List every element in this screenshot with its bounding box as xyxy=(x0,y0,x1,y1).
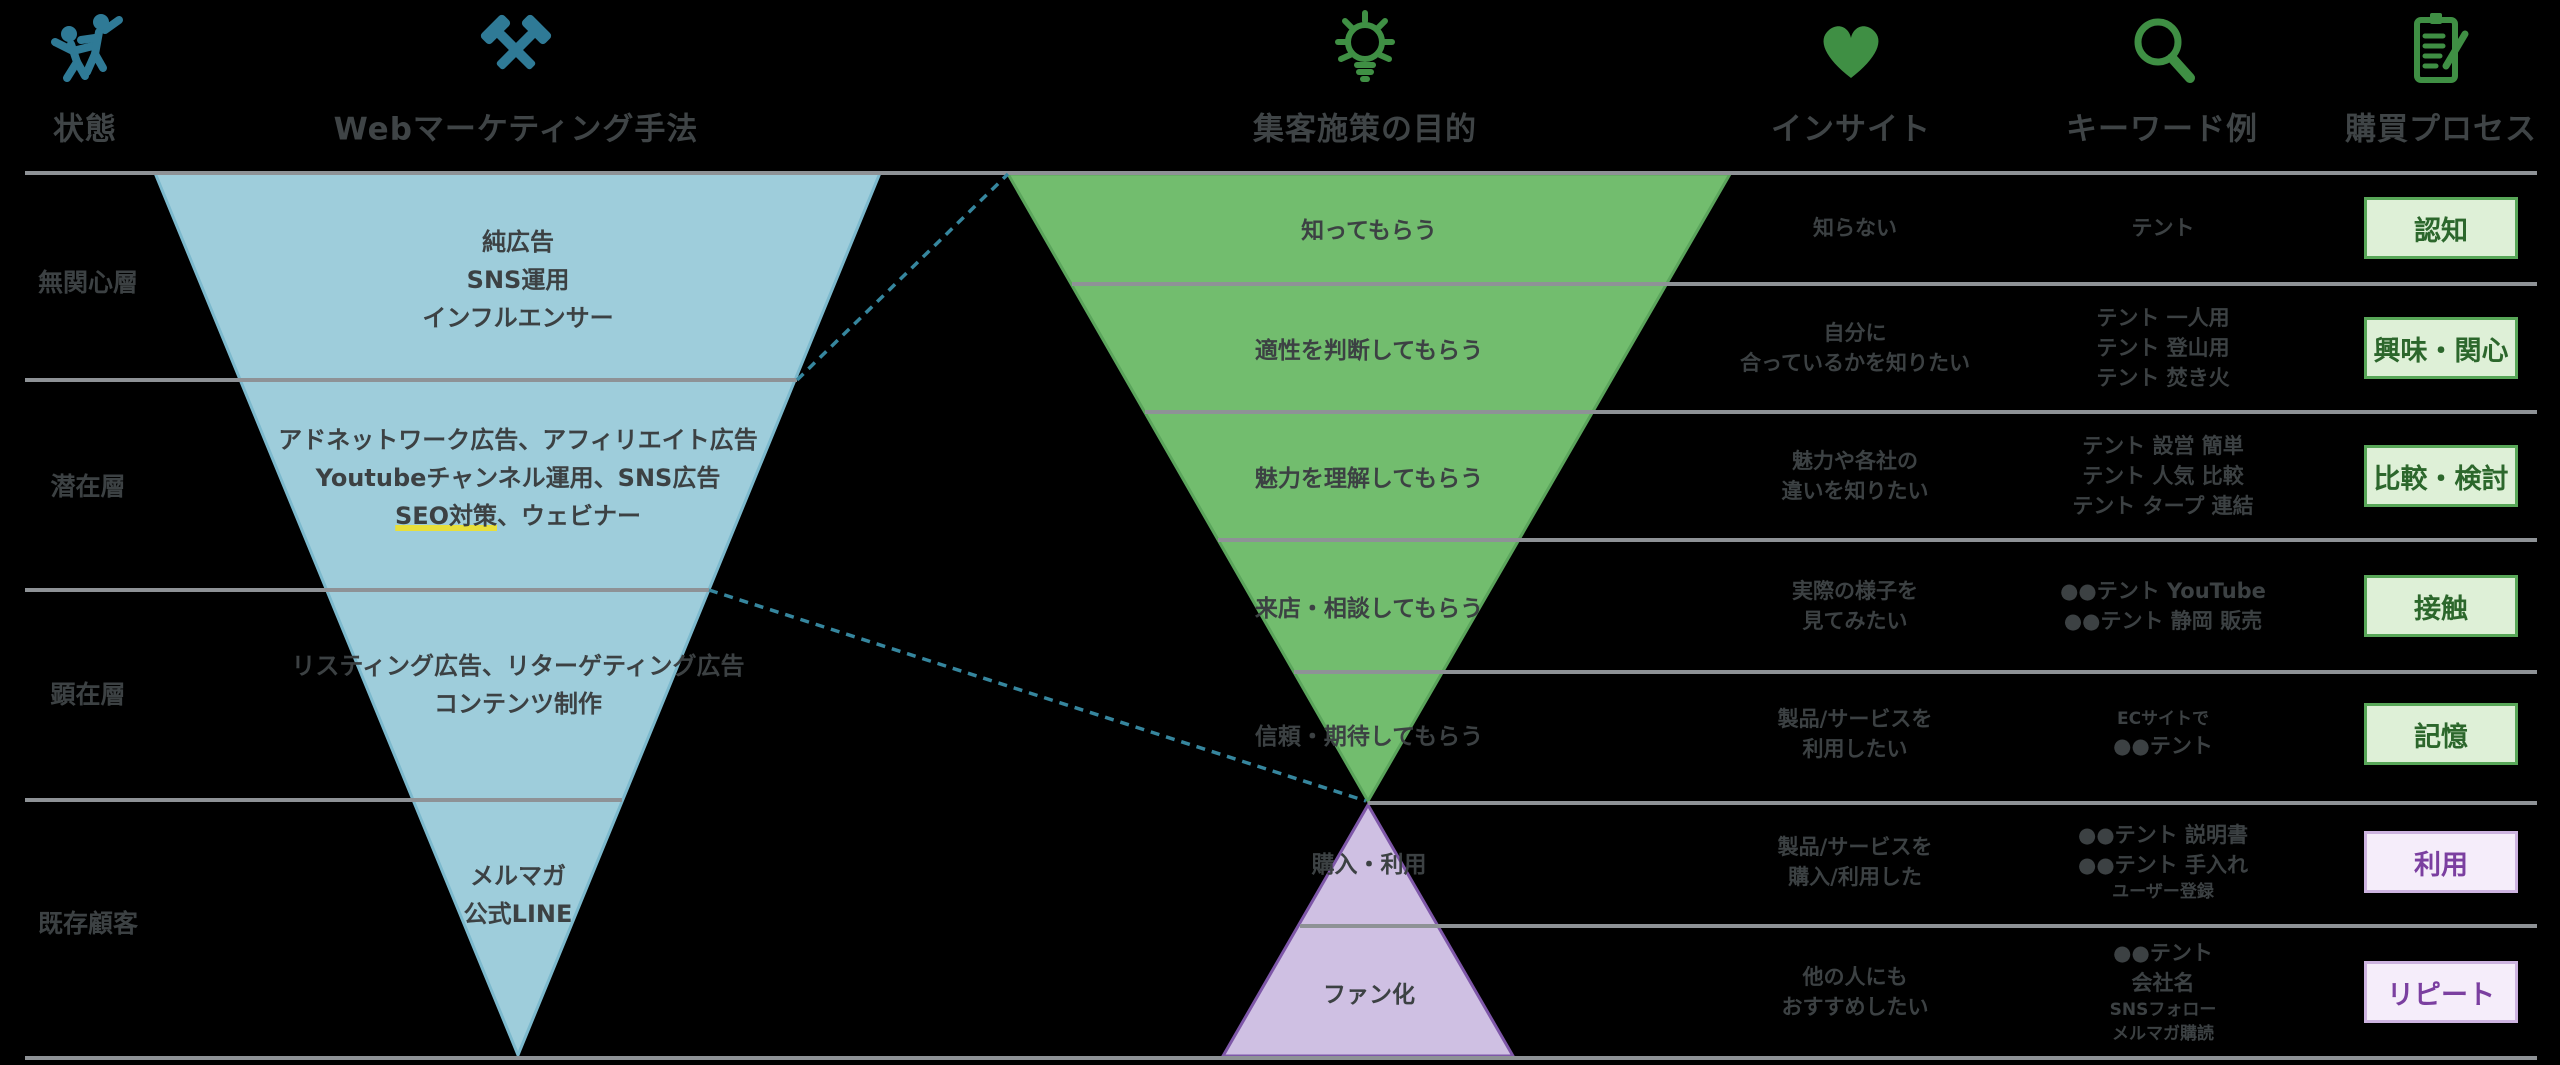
keyword-row-2: テント 一人用テント 登山用テント 焚き火 xyxy=(2096,306,2230,390)
process-badge-use: 利用 xyxy=(2364,831,2518,893)
funnel-row-purchase-use: 購入・利用 xyxy=(1311,852,1427,878)
insight-row-2: 自分に合っているかを知りたい xyxy=(1740,321,1970,375)
funnel-connector-dashed-lines xyxy=(708,172,1367,803)
status-label-manifest: 顕在層 xyxy=(50,680,126,709)
insight-row-1: 知らない xyxy=(1813,216,1897,240)
column-header-process: 購買プロセス xyxy=(2345,111,2537,148)
funnel-row-fan: ファン化 xyxy=(1323,982,1415,1008)
keyword-row-4: ●●テント YouTube●●テント 静岡 販売 xyxy=(2060,579,2266,633)
heart-icon xyxy=(1809,8,1893,92)
process-badge-awareness: 認知 xyxy=(2364,197,2518,259)
keyword-row-5: ECサイトで●●テント xyxy=(2113,709,2213,758)
funnel-row-visit-consult: 来店・相談してもらう xyxy=(1254,596,1484,622)
insight-row-6: 製品/サービスを購入/利用した xyxy=(1777,835,1933,889)
insight-row-5: 製品/サービスを利用したい xyxy=(1777,707,1933,761)
status-label-latent: 潜在層 xyxy=(50,472,126,501)
process-badge-comparison: 比較・検討 xyxy=(2364,445,2518,507)
funnel-row-trust-expect: 信頼・期待してもらう xyxy=(1254,724,1484,750)
process-badge-memory: 記憶 xyxy=(2364,703,2518,765)
blue-funnel-tier-1: 純広告 SNS運用 インフルエンサー xyxy=(422,228,614,332)
seo-highlighted-text: SEO対策 xyxy=(394,502,498,530)
keyword-row-3: テント 設営 簡単テント 人気 比較テント タープ 連結 xyxy=(2072,434,2254,518)
blue-funnel-tier-4: メルマガ 公式LINE xyxy=(463,862,573,928)
keyword-row-6: ●●テント 説明書●●テント 手入れユーザー登録 xyxy=(2078,823,2248,902)
insight-row-4: 実際の様子を見てみたい xyxy=(1792,579,1918,633)
insight-row-7: 他の人にもおすすめしたい xyxy=(1781,965,1929,1019)
search-icon xyxy=(2120,8,2204,92)
clipboard-icon xyxy=(2399,8,2483,92)
blue-funnel-tier-2: アドネットワーク広告、アフィリエイト広告 Youtubeチャンネル運用、SNS広… xyxy=(278,426,758,530)
insight-row-3: 魅力や各社の違いを知りたい xyxy=(1781,449,1929,503)
funnel-row-understand-appeal: 魅力を理解してもらう xyxy=(1254,466,1484,492)
funnel-row-judge-fit: 適性を判断してもらう xyxy=(1254,338,1484,364)
divider-lines xyxy=(25,171,2537,1060)
process-badge-interest: 興味・関心 xyxy=(2364,317,2518,379)
lightbulb-icon xyxy=(1323,8,1407,92)
hammers-icon xyxy=(474,8,558,92)
status-label-existing-customer: 既存顧客 xyxy=(37,909,139,938)
column-header-web-marketing: Webマーケティング手法 xyxy=(333,111,699,148)
process-badge-repeat: リピート xyxy=(2364,961,2518,1023)
keyword-row-1: テント xyxy=(2131,216,2195,240)
status-label-unaware: 無関心層 xyxy=(37,268,139,297)
column-header-insight: インサイト xyxy=(1771,111,1931,148)
blue-funnel-tier-3: リスティング広告、リターゲティング広告 コンテンツ制作 xyxy=(291,652,745,718)
process-badge-contact: 接触 xyxy=(2364,575,2518,637)
column-header-keywords: キーワード例 xyxy=(2066,111,2258,148)
people-icon xyxy=(43,8,127,92)
column-header-purpose: 集客施策の目的 xyxy=(1253,111,1477,148)
funnel-row-know: 知ってもらう xyxy=(1301,218,1437,244)
loyalty-pyramid-shape xyxy=(1220,802,1516,1058)
column-header-status: 状態 xyxy=(53,111,117,148)
